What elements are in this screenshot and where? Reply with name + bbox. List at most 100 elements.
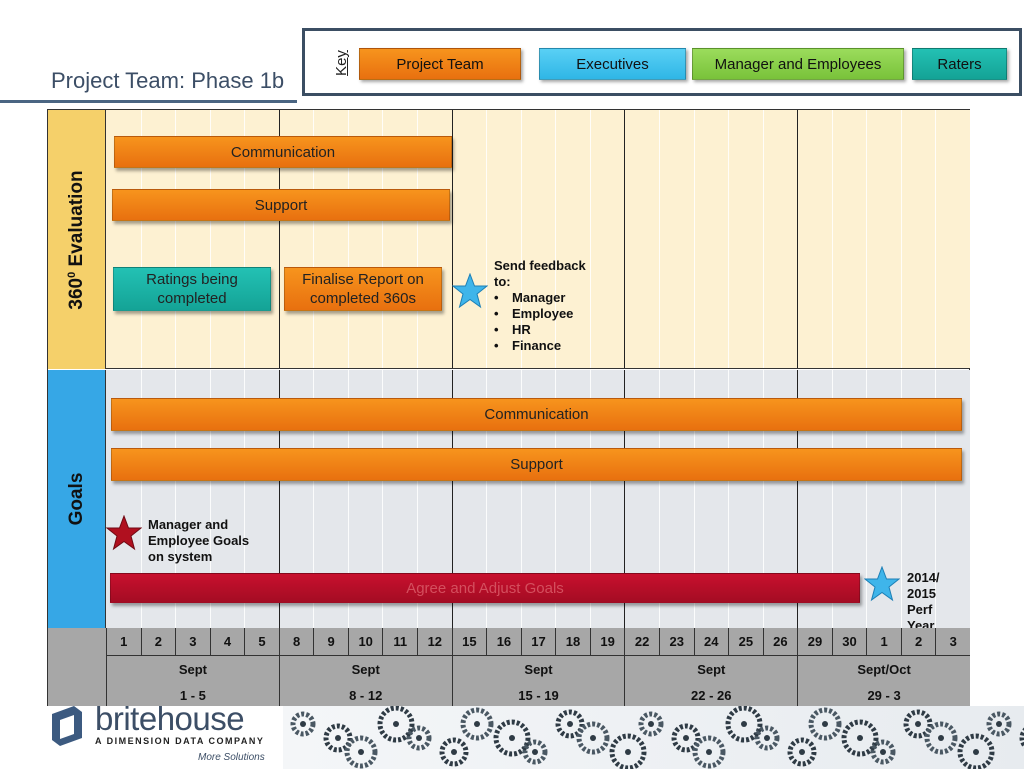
- day-gridline: [520, 370, 522, 628]
- day-cell: 10: [347, 628, 383, 656]
- day-cell: 26: [762, 628, 798, 656]
- day-gridline: [417, 110, 419, 368]
- goals-label-text: Goals: [65, 472, 87, 526]
- day-gridline: [900, 110, 902, 368]
- week-divider: [797, 110, 799, 368]
- day-cell: 16: [486, 628, 521, 656]
- week-month: Sept: [524, 662, 553, 677]
- goals-section-label: Goals: [48, 370, 106, 628]
- feedback-recipient: Manager: [494, 290, 604, 306]
- day-cell: 25: [728, 628, 763, 656]
- day-gridline: [728, 110, 730, 368]
- day-gridline: [693, 110, 695, 368]
- day-gridline: [728, 370, 730, 628]
- day-gridline: [658, 370, 660, 628]
- day-gridline: [831, 110, 833, 368]
- day-gridline: [935, 110, 937, 368]
- key-item-manager-employees: Manager and Employees: [692, 48, 904, 80]
- day-cell: 2: [900, 628, 936, 656]
- ratings-completed-bar[interactable]: Ratings being completed: [113, 267, 271, 311]
- week-cell: Sept 1 - 5: [106, 656, 279, 706]
- day-gridline: [140, 370, 142, 628]
- day-gridline: [520, 110, 522, 368]
- day-gridline: [175, 370, 177, 628]
- week-divider: [797, 370, 799, 628]
- day-gridline: [347, 370, 349, 628]
- day-gridline: [175, 110, 177, 368]
- day-cell: 22: [624, 628, 659, 656]
- day-gridline: [382, 370, 384, 628]
- week-range: 29 - 3: [867, 688, 901, 703]
- feedback-recipient: Employee: [494, 306, 604, 322]
- day-gridline: [866, 110, 868, 368]
- day-gridline: [244, 110, 246, 368]
- finalise-report-bar[interactable]: Finalise Report on completed 360s: [284, 267, 442, 311]
- week-month: Sept/Oct: [857, 662, 911, 677]
- week-month: Sept: [178, 662, 207, 677]
- week-cell: Sept/Oct 29 - 3: [797, 656, 970, 706]
- send-feedback-heading: Send feedback to:: [494, 258, 586, 289]
- day-cell: 30: [831, 628, 867, 656]
- week-divider: [451, 370, 453, 628]
- star-icon: [106, 515, 142, 551]
- day-gridline: [693, 370, 695, 628]
- week-divider: [624, 110, 626, 368]
- week-month: Sept: [697, 662, 726, 677]
- week-range: 22 - 26: [691, 688, 732, 703]
- week-range: 8 - 12: [349, 688, 383, 703]
- manager-goals-note: Manager and Employee Goals on system: [148, 517, 250, 564]
- day-gridline: [313, 110, 315, 368]
- day-cell: 9: [313, 628, 348, 656]
- day-gridline: [417, 370, 419, 628]
- day-gridline: [244, 370, 246, 628]
- logo-mark-icon: [52, 706, 82, 746]
- day-gridline: [486, 370, 488, 628]
- day-gridline: [935, 370, 937, 628]
- send-feedback-note: Send feedback to: Manager Employee HR Fi…: [494, 258, 604, 354]
- day-cell: 18: [555, 628, 590, 656]
- brand-tagline: A DIMENSION DATA COMPANY: [95, 736, 265, 746]
- day-gridline: [900, 370, 902, 628]
- day-cell: 15: [451, 628, 487, 656]
- eval-support-bar[interactable]: Support: [112, 189, 450, 221]
- day-gridline: [382, 110, 384, 368]
- day-gridline: [658, 110, 660, 368]
- day-cell: 19: [589, 628, 625, 656]
- goals-support-bar[interactable]: Support: [111, 448, 962, 481]
- day-gridline: [140, 110, 142, 368]
- day-gridline: [313, 370, 315, 628]
- day-cell: 24: [693, 628, 729, 656]
- title-underline: [0, 100, 297, 103]
- week-cell: Sept 22 - 26: [624, 656, 797, 706]
- brand-name: britehouse: [95, 700, 245, 737]
- agree-adjust-goals-bar[interactable]: Agree and Adjust Goals: [110, 573, 860, 603]
- day-gridline: [209, 110, 211, 368]
- page-title: Project Team: Phase 1b: [51, 68, 285, 93]
- perf-year-note: 2014/ 2015 Perf Year: [907, 570, 940, 628]
- day-cell: 1: [866, 628, 901, 656]
- evaluation-section-label: 3600 Evaluation: [48, 110, 106, 369]
- day-cell: 5: [244, 628, 279, 656]
- evaluation-label-text: 3600 Evaluation: [65, 169, 87, 310]
- key-item-project-team: Project Team: [359, 48, 521, 80]
- week-divider: [278, 370, 280, 628]
- day-gridline: [762, 110, 764, 368]
- day-gridline: [347, 110, 349, 368]
- day-gridline: [589, 110, 591, 368]
- day-gridline: [209, 370, 211, 628]
- day-cell: 4: [209, 628, 245, 656]
- key-label: Key: [333, 50, 350, 76]
- day-gridline: [555, 110, 557, 368]
- day-gridline: [762, 370, 764, 628]
- week-range: 1 - 5: [179, 688, 206, 703]
- star-icon: [864, 566, 900, 602]
- timeline-footer: [48, 628, 970, 706]
- eval-communication-bar[interactable]: Communication: [114, 136, 452, 168]
- day-cell: 1: [106, 628, 141, 656]
- week-divider: [278, 110, 280, 368]
- brand-slogan: More Solutions: [198, 752, 265, 763]
- goals-communication-bar[interactable]: Communication: [111, 398, 962, 431]
